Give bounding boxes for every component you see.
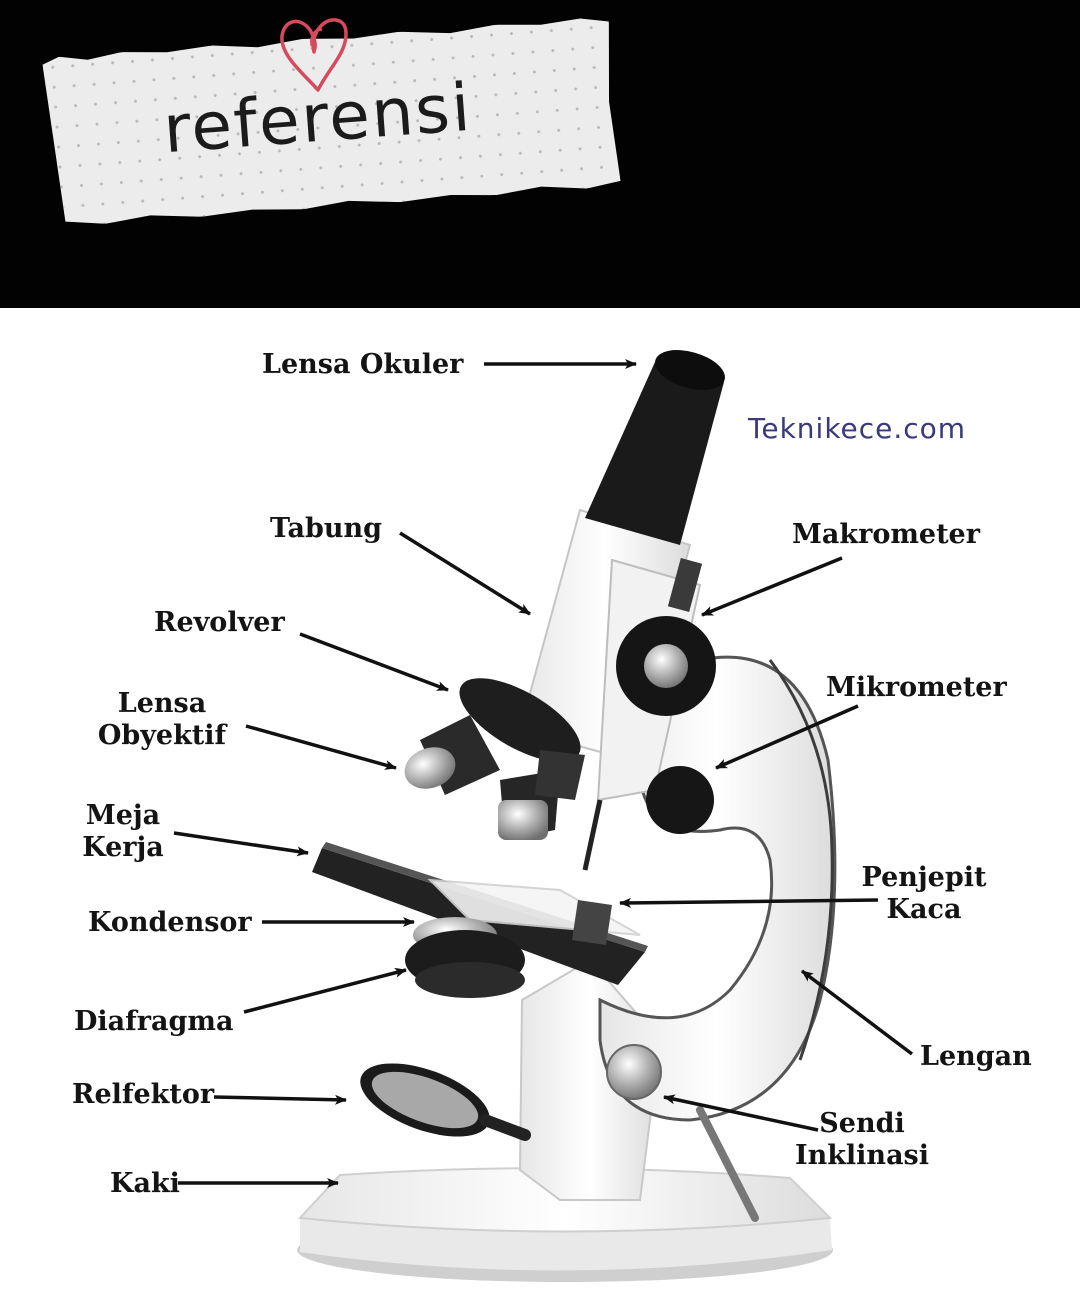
condenser bbox=[405, 917, 525, 998]
label-revolver: Revolver bbox=[154, 607, 285, 638]
arrow-mikrometer bbox=[715, 704, 859, 770]
label-meja-kerja-line2: Kerja bbox=[82, 832, 164, 863]
label-meja-kerja-line1: Meja bbox=[85, 800, 161, 831]
coarse-focus-knob bbox=[616, 558, 716, 716]
arrow-relfektor bbox=[213, 1094, 347, 1105]
label-kondensor: Kondensor bbox=[88, 907, 252, 938]
reflector-mirror bbox=[360, 1063, 531, 1141]
label-mikrometer: Mikrometer bbox=[826, 672, 1007, 703]
arrow-revolver bbox=[299, 632, 449, 692]
label-penjepit-kaca-line2: Kaca bbox=[886, 894, 962, 925]
label-sendi-inklinasi-line2: Inklinasi bbox=[794, 1140, 930, 1171]
label-lensa-obyektif-line1: Lensa bbox=[117, 688, 207, 719]
fine-focus-knob bbox=[646, 766, 714, 834]
label-sendi-inklinasi: Sendi Inklinasi bbox=[794, 1108, 930, 1172]
label-penjepit-kaca: Penjepit Kaca bbox=[860, 862, 988, 926]
label-lensa-okuler: Lensa Okuler bbox=[262, 349, 464, 380]
revolver-nosepiece bbox=[404, 678, 585, 840]
watermark-text: Teknikece.com bbox=[748, 412, 967, 445]
label-sendi-inklinasi-line1: Sendi bbox=[819, 1108, 905, 1139]
label-lensa-obyektif-line2: Obyektif bbox=[97, 720, 227, 751]
label-meja-kerja: Meja Kerja bbox=[78, 800, 168, 864]
heart-icon bbox=[280, 18, 348, 92]
arrows bbox=[173, 359, 914, 1188]
arrow-tabung bbox=[399, 531, 531, 616]
arrow-meja-kerja bbox=[173, 831, 309, 857]
label-makrometer: Makrometer bbox=[792, 519, 980, 550]
arrow-lensa-obyektif bbox=[245, 724, 397, 770]
label-kaki: Kaki bbox=[110, 1168, 180, 1199]
label-penjepit-kaca-line1: Penjepit bbox=[861, 862, 987, 893]
label-relfektor: Relfektor bbox=[72, 1079, 215, 1110]
label-lengan: Lengan bbox=[920, 1041, 1032, 1072]
label-tabung: Tabung bbox=[270, 513, 383, 544]
header-banner: referensi bbox=[0, 0, 1080, 308]
label-diafragma: Diafragma bbox=[74, 1006, 234, 1037]
stage-table bbox=[312, 842, 648, 985]
eyepiece-lens bbox=[585, 362, 724, 545]
label-lensa-obyektif: Lensa Obyektif bbox=[94, 688, 230, 752]
arrow-penjepit-kaca bbox=[619, 897, 879, 908]
arrow-lengan bbox=[800, 969, 914, 1056]
arrow-makrometer bbox=[701, 556, 843, 617]
inclination-joint bbox=[606, 1044, 662, 1100]
arrow-sendi-inklinasi bbox=[663, 1094, 819, 1132]
arrow-diafragma bbox=[243, 967, 407, 1014]
